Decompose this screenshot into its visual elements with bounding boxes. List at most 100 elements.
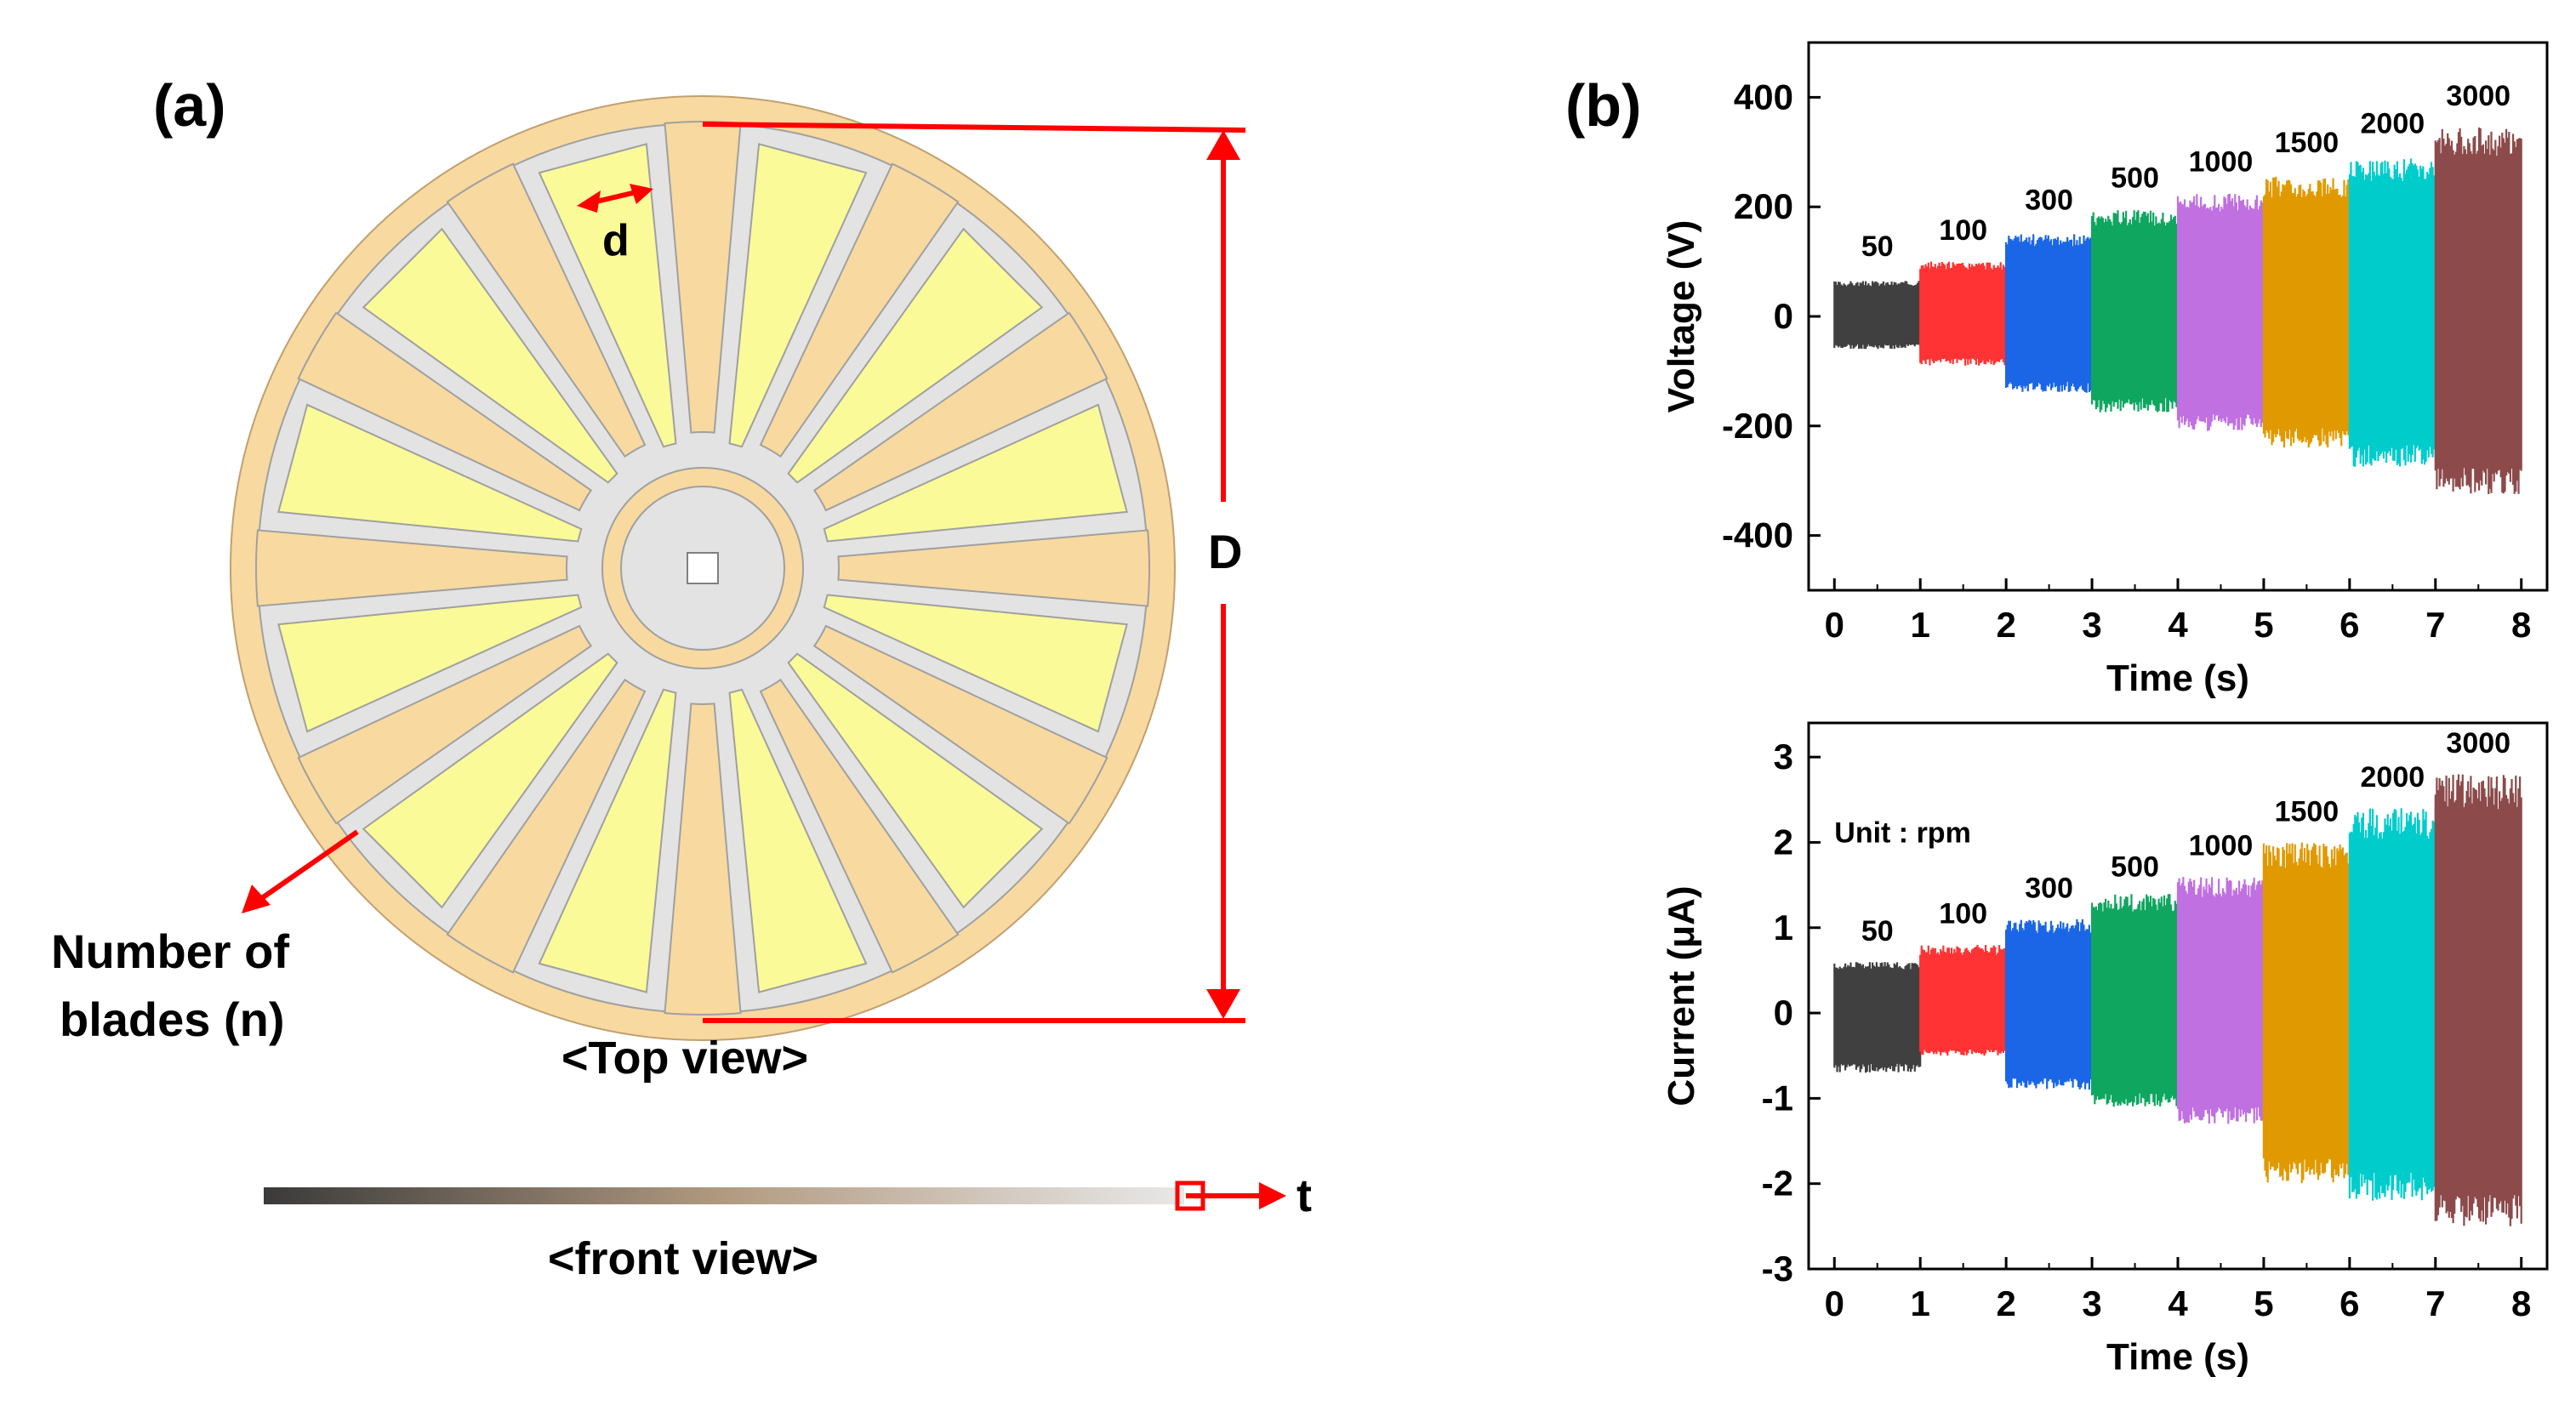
x-tick-label: 1: [1911, 605, 1930, 645]
series-label-500: 500: [2111, 851, 2159, 884]
series-2000: [2348, 158, 2436, 467]
y-tick-label: -1: [1762, 1078, 1793, 1118]
blade-2: [759, 162, 960, 458]
rotor-disk: [230, 95, 1176, 1041]
series-500: [2091, 894, 2180, 1107]
series-1500: [2262, 176, 2351, 448]
electrode-3: [823, 403, 1128, 543]
x-tick-label: 6: [2339, 1283, 2359, 1323]
electrode-4: [823, 594, 1128, 733]
x-tick-label: 0: [1825, 1283, 1844, 1323]
blade-9: [297, 624, 593, 825]
blade-7: [664, 703, 742, 1016]
series-1500: [2262, 842, 2351, 1184]
x-tick-label: 7: [2425, 1283, 2445, 1323]
series-2000: [2348, 808, 2436, 1201]
series-1000: [2176, 876, 2265, 1124]
y-tick-label: 0: [1774, 296, 1793, 336]
series-label-1000: 1000: [2189, 145, 2254, 178]
series-label-100: 100: [1939, 898, 1987, 930]
panel-a-diagram: (a) d D Number of blades (n) <Top view>: [51, 72, 1312, 1284]
blade-12: [446, 162, 647, 458]
y-tick-label: 400: [1734, 77, 1793, 117]
series-label-300: 300: [2025, 873, 2073, 905]
x-tick-label: 7: [2425, 605, 2445, 645]
series-300: [2005, 919, 2094, 1090]
blade-11: [297, 311, 593, 512]
series-50: [1833, 281, 1922, 350]
blade-3: [812, 311, 1108, 512]
electrode-1: [728, 143, 868, 448]
series-label-3000: 3000: [2446, 727, 2510, 760]
series-label-1000: 1000: [2189, 829, 2254, 862]
series-label-1500: 1500: [2275, 127, 2339, 159]
y-axis-label: Current (μA): [1661, 885, 1702, 1106]
x-tick-label: 4: [2168, 605, 2188, 645]
D-dimension-lines: [702, 122, 1246, 1023]
series-label-2000: 2000: [2361, 761, 2425, 794]
t-dimension-arrow: [1175, 1181, 1286, 1211]
x-tick-label: 4: [2168, 1283, 2188, 1323]
electrode-5: [787, 652, 1044, 909]
series-500: [2091, 210, 2180, 412]
series-label-2000: 2000: [2361, 107, 2425, 139]
electrode-10: [277, 403, 583, 543]
series-label-50: 50: [1861, 915, 1894, 947]
blade-6: [759, 678, 960, 974]
series-label-3000: 3000: [2446, 80, 2510, 112]
x-tick-label: 5: [2254, 605, 2273, 645]
x-axis-label: Time (s): [2106, 1336, 2249, 1378]
y-tick-label: -200: [1722, 406, 1793, 446]
electrode-2: [787, 227, 1044, 484]
x-tick-label: 6: [2339, 605, 2359, 645]
series-100: [1919, 944, 2008, 1056]
front-view-caption: <front view>: [548, 1233, 818, 1284]
top-view-caption: <Top view>: [561, 1033, 808, 1084]
front-view-rod: [264, 1187, 1184, 1204]
x-tick-label: 8: [2511, 1283, 2531, 1323]
panel-b-label: (b): [1565, 72, 1641, 139]
series-1000: [2176, 193, 2265, 431]
series-label-300: 300: [2025, 184, 2073, 216]
series-3000: [2434, 774, 2522, 1226]
y-tick-label: -400: [1722, 515, 1793, 555]
x-axis-label: Time (s): [2106, 657, 2249, 699]
y-tick-label: -2: [1762, 1164, 1793, 1203]
series-label-500: 500: [2111, 162, 2159, 195]
electrode-12: [538, 143, 677, 448]
y-tick-label: 3: [1774, 737, 1793, 777]
series-label-1500: 1500: [2275, 795, 2339, 828]
x-tick-label: 8: [2511, 605, 2531, 645]
blades-arrow: [242, 829, 359, 913]
x-tick-label: 5: [2254, 1283, 2273, 1323]
panel-a-label: (a): [153, 72, 226, 139]
d-dimension-arrow: [577, 184, 653, 213]
blade-10: [255, 529, 568, 607]
t-label: t: [1297, 1170, 1312, 1221]
y-axis-label: Voltage (V): [1661, 220, 1702, 413]
electrode-7: [538, 688, 677, 993]
blade-8: [446, 678, 647, 974]
series-300: [2005, 234, 2094, 393]
series-label-100: 100: [1939, 214, 1987, 247]
series-100: [1919, 261, 2008, 366]
y-tick-label: 200: [1734, 186, 1793, 226]
electrode-9: [277, 594, 583, 733]
series-label-50: 50: [1861, 230, 1894, 263]
x-tick-label: 3: [2082, 1283, 2101, 1323]
blade-4: [837, 529, 1150, 607]
series-3000: [2434, 127, 2522, 495]
y-tick-label: 2: [1774, 822, 1793, 862]
y-tick-label: 0: [1774, 993, 1793, 1033]
electrode-8: [362, 652, 618, 909]
series-50: [1833, 962, 1922, 1073]
x-tick-label: 1: [1911, 1283, 1930, 1323]
blades-label-line2: blades (n): [60, 993, 284, 1046]
y-tick-label: 1: [1774, 907, 1793, 947]
x-tick-label: 3: [2082, 605, 2101, 645]
x-tick-label: 0: [1825, 605, 1844, 645]
blades-label-line1: Number of: [51, 925, 289, 978]
